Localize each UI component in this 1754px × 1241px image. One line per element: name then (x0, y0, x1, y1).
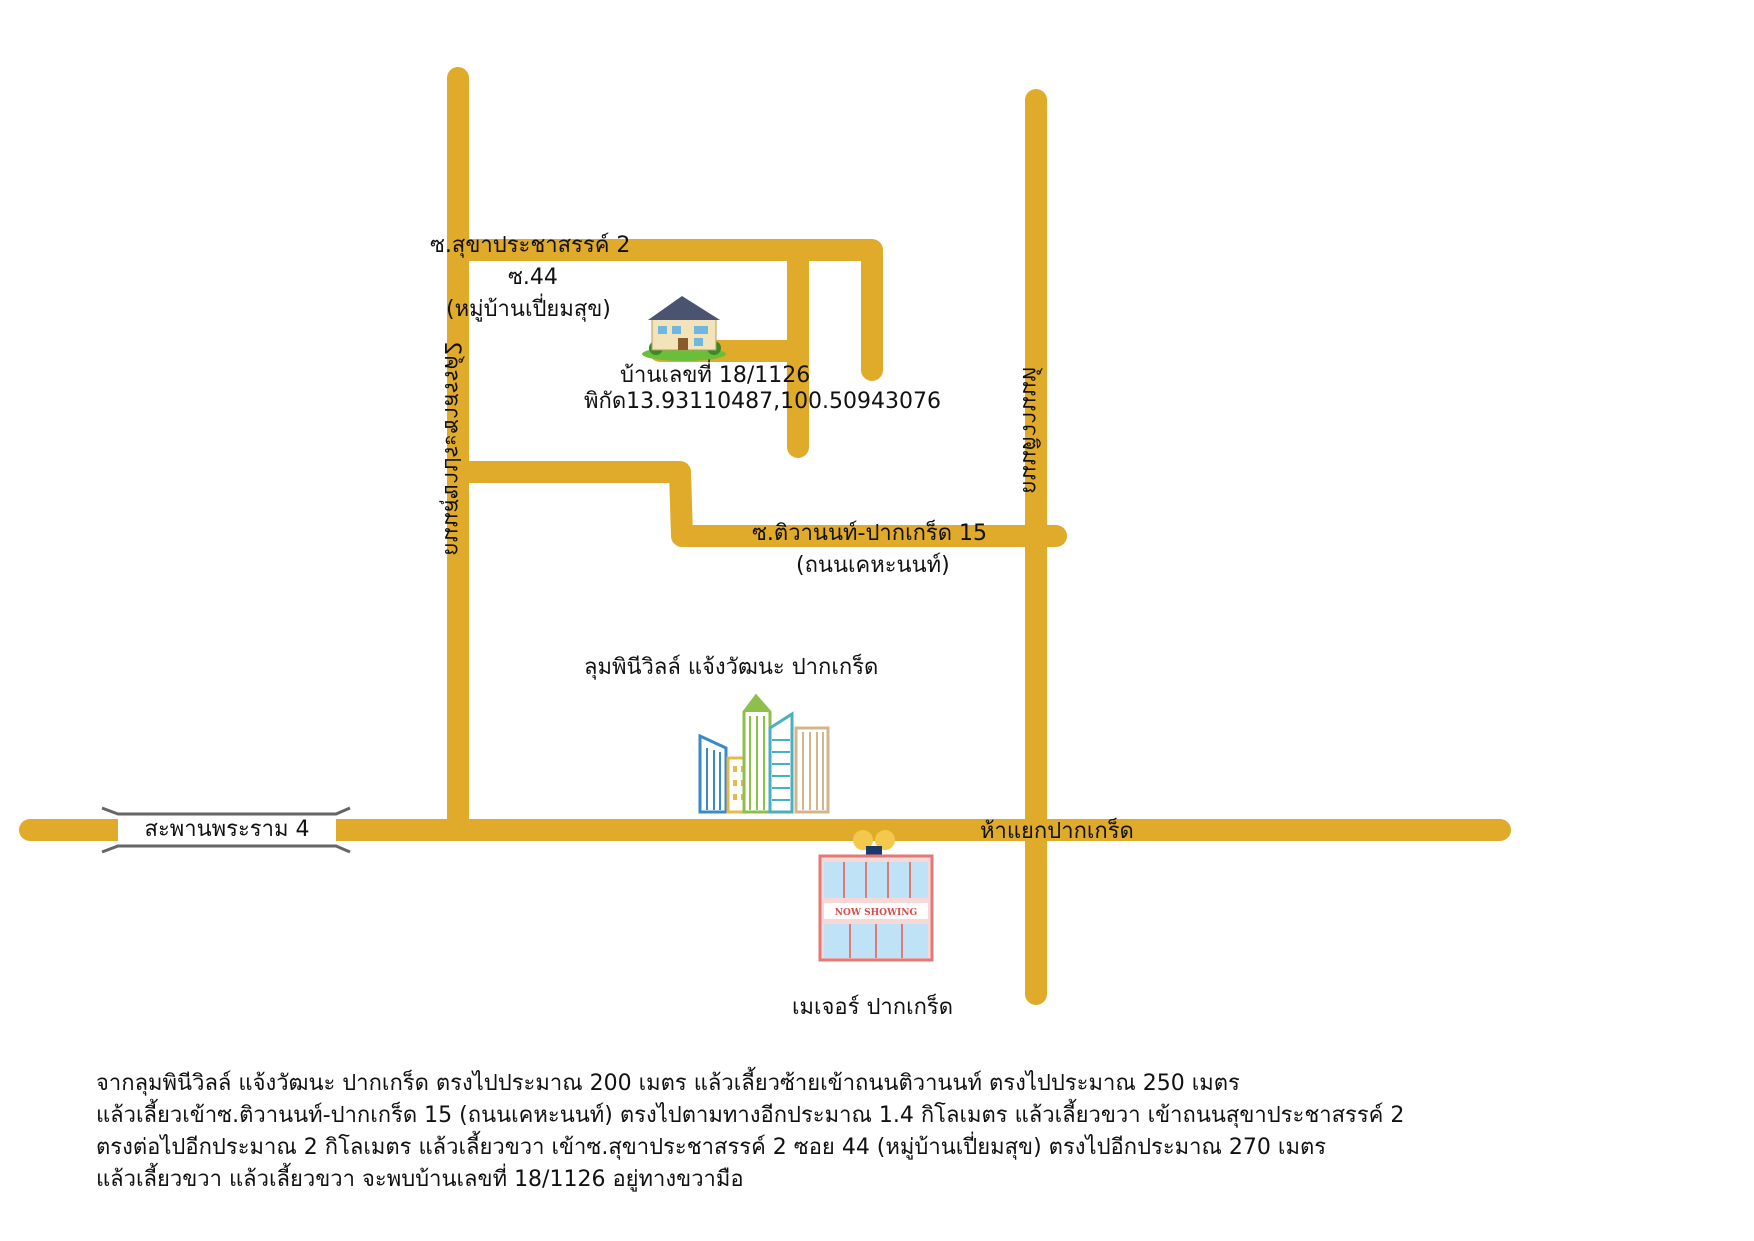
house-coords-label: พิกัด13.93110487,100.50943076 (584, 389, 942, 414)
directions-text: จากลุมพินีวิลล์ แจ้งวัฒนะ ปากเกร็ด ตรงไป… (96, 1068, 1404, 1196)
major-label: เมเจอร์ ปากเกร็ด (792, 995, 954, 1020)
directions-line: จากลุมพินีวิลล์ แจ้งวัฒนะ ปากเกร็ด ตรงไป… (96, 1071, 1240, 1096)
roads (19, 67, 1511, 1005)
bridge-rails (101, 806, 351, 854)
directions-line: แล้วเลี้ยวเข้าซ.ติวานนท์-ปากเกร็ด 15 (ถน… (96, 1103, 1405, 1128)
soi-sukhaprachasan2-label: ซ.สุขาประชาสรรค์ 2 (430, 233, 631, 258)
cinema-icon: NOW SHOWING (818, 830, 934, 962)
tiwanon-road-label: ถนนติวานนท์ (1017, 367, 1042, 494)
junction-label: ห้าแยกปากเกร็ด (980, 819, 1134, 844)
soi-44-label: ซ.44 (508, 265, 558, 290)
buildings-icon (698, 693, 830, 814)
directions-line: ตรงต่อไปอีกประมาณ 2 กิโลเมตร แล้วเลี้ยวข… (96, 1135, 1327, 1160)
cinema-sign: NOW SHOWING (835, 908, 917, 918)
directions-line: แล้วเลี้ยวขวา แล้วเลี้ยวขวา จะพบบ้านเลขท… (96, 1167, 744, 1192)
soi-tiwanon-label: ซ.ติวานนท์-ปากเกร็ด 15 (752, 521, 988, 546)
soi-tiwanon-15 (447, 461, 1067, 547)
lumpini-label: ลุมพินีวิลล์ แจ้งวัฒนะ ปากเกร็ด (584, 655, 879, 680)
kehanon-label: (ถนนเคหะนนท์) (796, 553, 950, 578)
house-icon (642, 296, 726, 361)
house-number-label: บ้านเลขที่ 18/1126 (620, 363, 811, 388)
bridge-label: สะพานพระราม 4 (118, 816, 336, 844)
village-label: (หมู่บ้านเปี่ยมสุข) (446, 297, 611, 322)
soi-44 (447, 239, 883, 381)
sukhaprachasan2-road-label: ถนนสุขาประชาสรรค์2 (439, 341, 464, 556)
